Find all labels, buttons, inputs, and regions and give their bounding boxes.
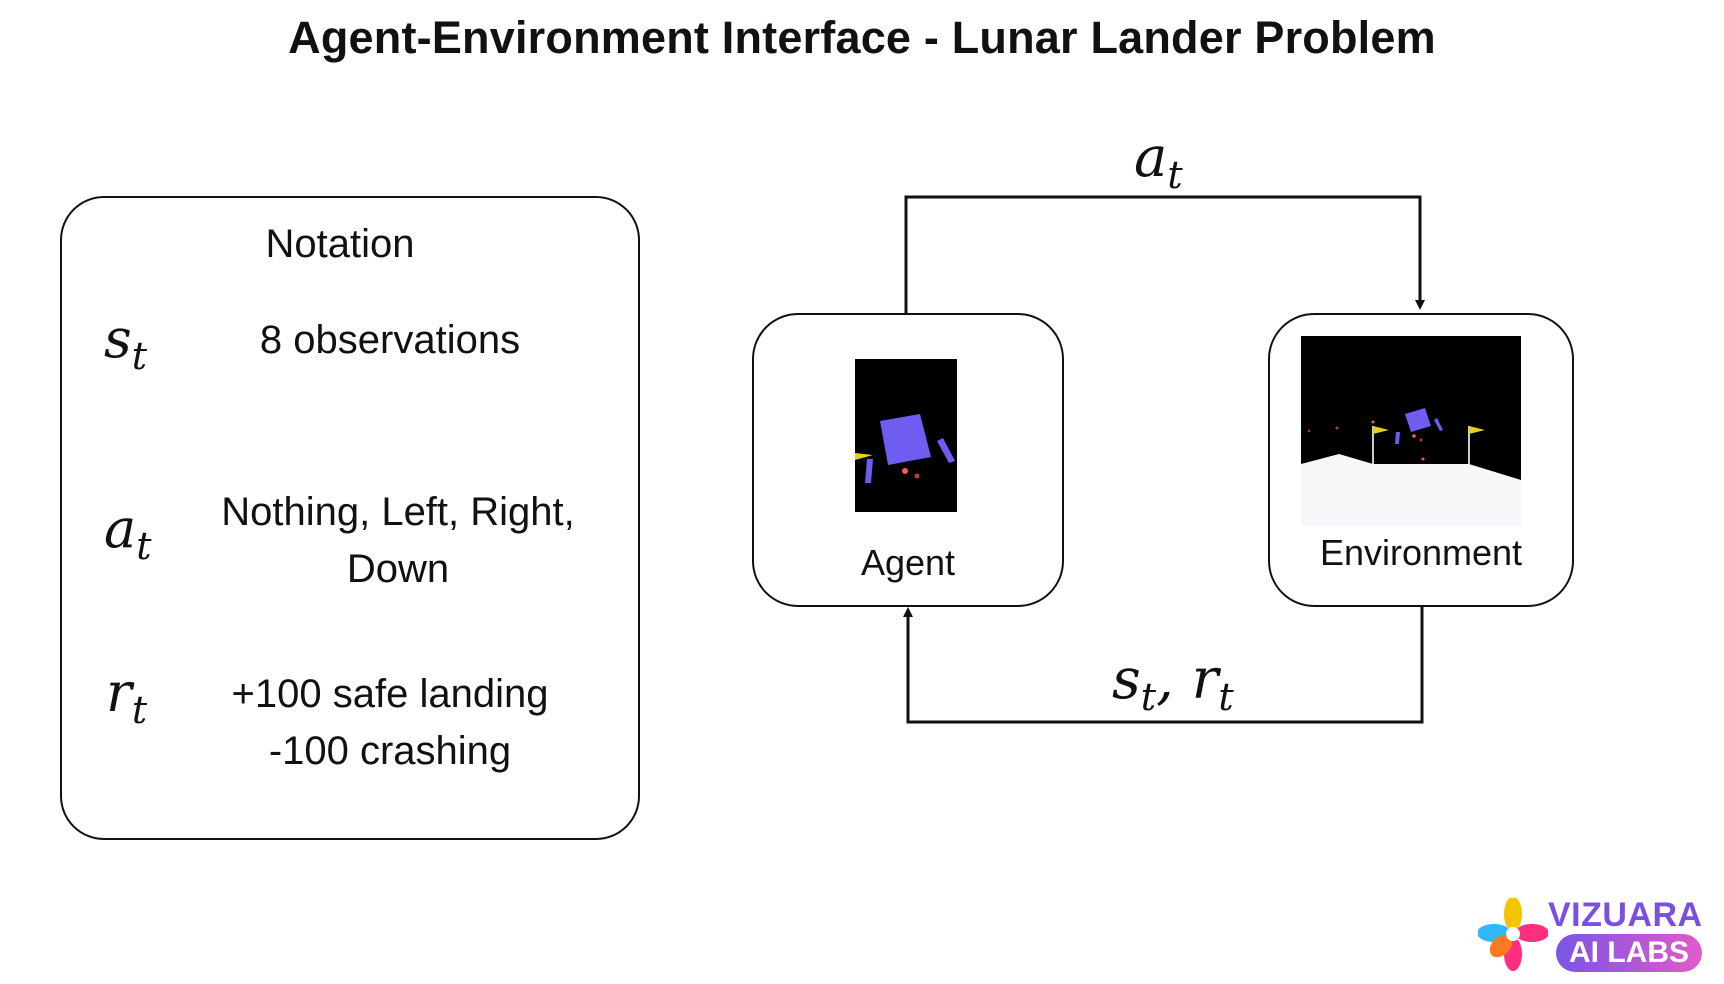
state-symbol: st <box>104 307 147 378</box>
reward-description: +100 safe landing -100 crashing <box>231 672 549 773</box>
logo-badge: AI LABS <box>1556 934 1702 972</box>
notation-panel <box>60 196 640 840</box>
action-edge-label: at <box>1134 125 1183 197</box>
action-arrow <box>904 195 1425 313</box>
action-symbol: at <box>104 497 152 568</box>
feedback-edge-label: st, rt <box>1112 647 1234 719</box>
agent-lander-image <box>855 359 957 512</box>
reward-symbol: rt <box>106 661 148 732</box>
state-description: 8 observations <box>259 318 521 362</box>
agent-label: Agent <box>860 542 956 583</box>
flower-icon <box>1478 898 1548 971</box>
logo-wordmark: VIZUARA <box>1548 896 1703 934</box>
environment-label: Environment <box>1319 532 1523 573</box>
feedback-arrow <box>903 606 1424 724</box>
action-description: Nothing, Left, Right, Down <box>221 490 575 591</box>
notation-heading: Notation <box>265 222 415 266</box>
environment-scene-image <box>1301 336 1521 526</box>
vizuara-logo: VIZUARA AI LABS <box>1478 896 1718 976</box>
logo-subtext: AI LABS <box>1569 936 1689 969</box>
page-title: Agent-Environment Interface - Lunar Land… <box>288 12 1436 63</box>
